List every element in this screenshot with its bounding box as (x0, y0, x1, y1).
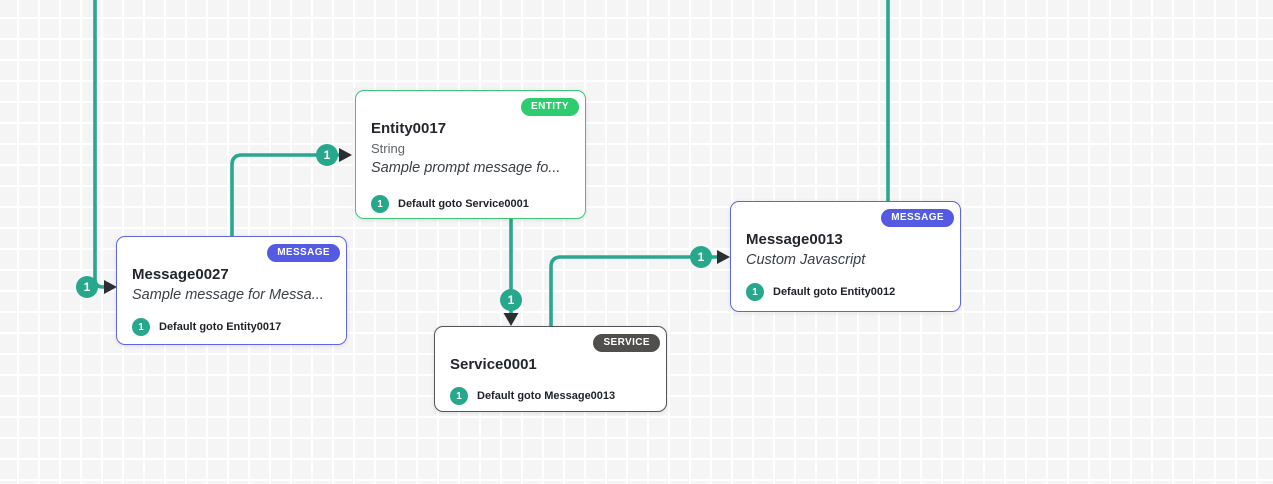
node-message0013[interactable]: MESSAGE Message0013 Custom Javascript 1 … (730, 201, 961, 312)
transition-row: 1 Default goto Entity0012 (746, 283, 945, 301)
edge-into-message0027 (93, 0, 106, 289)
transition-row: 1 Default goto Service0001 (371, 195, 570, 213)
edge-count-into-message0013[interactable]: 1 (690, 246, 712, 268)
node-type-badge: SERVICE (593, 334, 660, 352)
arrowhead-into-service0001 (503, 313, 519, 326)
edge-count-into-message0027[interactable]: 1 (76, 276, 98, 298)
transition-label: Default goto Service0001 (398, 198, 529, 210)
node-type-badge: MESSAGE (267, 244, 340, 262)
transition-label: Default goto Message0013 (477, 390, 616, 402)
node-preview: Custom Javascript (746, 252, 866, 268)
transition-label: Default goto Entity0012 (773, 286, 896, 298)
transition-row: 1 Default goto Message0013 (450, 387, 651, 405)
node-title: Service0001 (450, 356, 537, 373)
edge-count-into-entity0017[interactable]: 1 (316, 144, 338, 166)
node-preview: Sample message for Messa... (132, 287, 324, 303)
edge-count-into-service0001[interactable]: 1 (500, 289, 522, 311)
edge-message0027-to-entity0017 (230, 153, 340, 236)
arrowhead-into-entity0017 (339, 148, 352, 162)
node-entity0017[interactable]: ENTITY Entity0017 String Sample prompt m… (355, 90, 586, 219)
transition-count-badge: 1 (371, 195, 389, 213)
arrowhead-into-message0013 (717, 250, 730, 264)
node-type-badge: ENTITY (521, 98, 579, 116)
transition-count-badge: 1 (450, 387, 468, 405)
node-type-badge: MESSAGE (881, 209, 954, 227)
edge-service0001-to-message0013 (549, 255, 718, 326)
arrowhead-into-message0027 (104, 280, 117, 294)
node-title: Message0013 (746, 231, 843, 248)
node-preview: Sample prompt message fo... (371, 160, 561, 176)
transition-label: Default goto Entity0017 (159, 321, 282, 333)
node-subtitle: String (371, 141, 405, 156)
transition-count-badge: 1 (746, 283, 764, 301)
node-title: Entity0017 (371, 120, 447, 137)
node-title: Message0027 (132, 266, 229, 283)
node-message0027[interactable]: MESSAGE Message0027 Sample message for M… (116, 236, 347, 345)
transition-row: 1 Default goto Entity0017 (132, 318, 331, 336)
node-service0001[interactable]: SERVICE Service0001 1 Default goto Messa… (434, 326, 667, 412)
transition-count-badge: 1 (132, 318, 150, 336)
